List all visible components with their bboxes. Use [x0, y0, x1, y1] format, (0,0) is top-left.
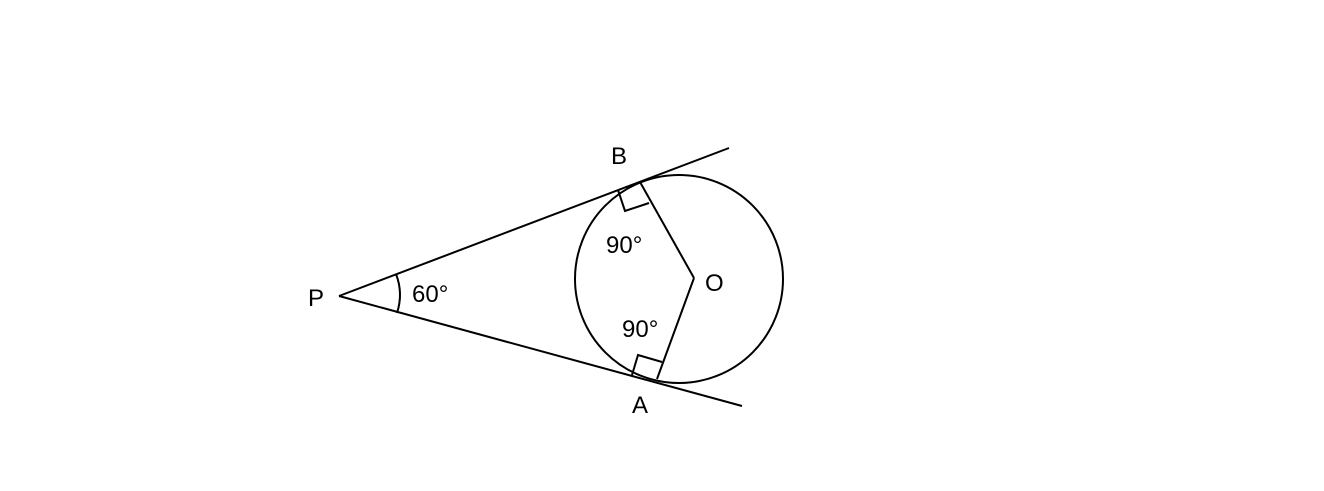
label-angle-b: 90° [606, 232, 642, 259]
tangent-line-pb [338, 147, 730, 297]
label-b: B [611, 143, 627, 170]
label-angle-a: 90° [622, 316, 658, 343]
tangent-line-pa [338, 295, 743, 407]
radius-ob [639, 181, 695, 279]
circle-o [574, 174, 784, 384]
right-angle-mark-b [617, 189, 650, 213]
angle-arc-p [395, 273, 401, 314]
radius-oa [656, 277, 695, 380]
label-p: P [308, 285, 324, 312]
label-angle-p: 60° [412, 281, 448, 308]
label-o: O [705, 270, 724, 297]
right-angle-mark-a [631, 353, 663, 376]
label-a: A [632, 392, 648, 419]
